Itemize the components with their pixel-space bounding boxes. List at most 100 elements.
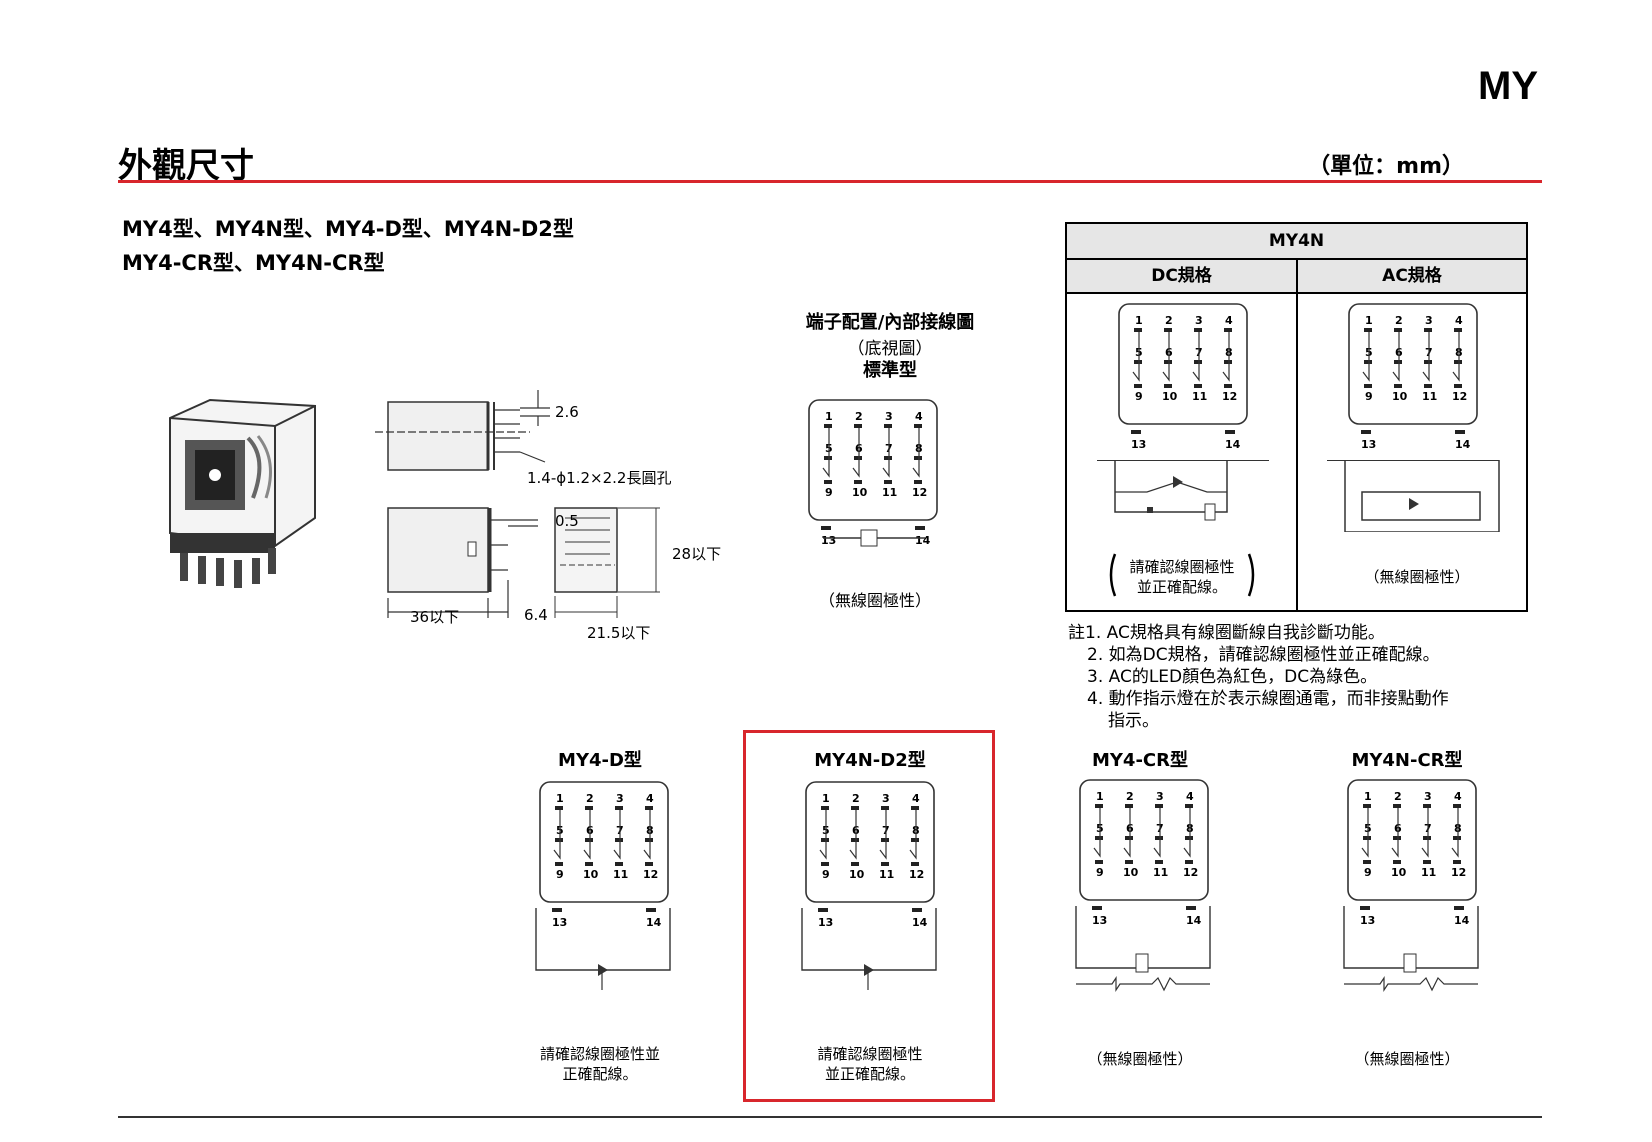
pin-label: 13 (552, 916, 567, 929)
table-col-dc: DC規格 (1067, 260, 1298, 294)
pin-label: 3 (882, 792, 890, 805)
relay-illustration (169, 398, 316, 588)
note-1: 註1. AC規格具有線圈斷線自我診斷功能。 (1068, 623, 1385, 643)
dim-6-4: 6.4 (524, 606, 548, 624)
table-col-ac: AC規格 (1298, 260, 1526, 294)
pin-label: 13 (1092, 914, 1107, 927)
diagram-title-my4n-cr: MY4N-CR型 (1351, 750, 1463, 771)
terminal-caption: （無線圈極性） (818, 591, 931, 610)
diagram-caption-my4-d-2: 正確配線。 (562, 1065, 638, 1083)
section-title: 外觀尺寸 (118, 146, 254, 186)
brand-label: MY (1478, 64, 1538, 108)
pin-label: 10 (1162, 390, 1178, 403)
diagram-caption-my4-cr: （無線圈極性） (1087, 1050, 1193, 1068)
pin-label: 14 (1455, 438, 1471, 451)
pin-label: 14 (915, 534, 931, 547)
pin-label: 9 (1096, 866, 1104, 879)
notes: 註1. AC規格具有線圈斷線自我診斷功能。 2. 如為DC規格，請確認線圈極性並… (1068, 622, 1449, 732)
pin-label: 12 (912, 486, 927, 499)
pin-label: 11 (1421, 866, 1436, 879)
pin-label: 12 (1452, 390, 1467, 403)
table-title: MY4N (1067, 224, 1526, 260)
note-4: 4. 動作指示燈在於表示線圈通電，而非接點動作 (1087, 689, 1449, 709)
table-divider (1296, 292, 1298, 610)
pin-label: 10 (583, 868, 599, 881)
diagram-title-my4-cr: MY4-CR型 (1091, 750, 1188, 771)
model-line-1: MY4型、MY4N型、MY4-D型、MY4N-D2型 (122, 217, 574, 241)
note-3: 3. AC的LED顏色為紅色，DC為綠色。 (1087, 667, 1378, 687)
pin-label: 13 (818, 916, 833, 929)
pin-label: 1 (825, 410, 833, 423)
pin-label: 13 (1361, 438, 1376, 451)
pin-label: 11 (882, 486, 897, 499)
pin-label: 13 (821, 534, 836, 547)
pin-label: 9 (1364, 866, 1372, 879)
dim-2-6: 2.6 (555, 403, 579, 421)
pin-label: 2 (852, 792, 860, 805)
pin-label: 3 (1424, 790, 1432, 803)
pin-label: 4 (912, 792, 920, 805)
note-2: 2. 如為DC規格，請確認線圈極性並正確配線。 (1087, 645, 1440, 665)
dimension-drawing (375, 390, 660, 618)
pin-label: 1 (822, 792, 830, 805)
pin-label: 14 (1454, 914, 1470, 927)
pin-label: 4 (915, 410, 923, 423)
ac-caption: （無線圈極性） (1364, 568, 1470, 586)
diagram-caption-my4n-d2-1: 請確認線圈極性 (817, 1045, 923, 1063)
pin-label: 10 (849, 868, 865, 881)
pin-label: 4 (646, 792, 654, 805)
model-line-2: MY4-CR型、MY4N-CR型 (122, 251, 385, 275)
pin-label: 12 (1183, 866, 1198, 879)
pin-label: 2 (1394, 790, 1402, 803)
pin-label: 4 (1186, 790, 1194, 803)
pin-label: 2 (855, 410, 863, 423)
highlight-box (743, 730, 995, 1102)
pin-label: 12 (1451, 866, 1466, 879)
diagram-caption-my4n-cr: （無線圈極性） (1354, 1050, 1460, 1068)
note-4-cont: 指示。 (1108, 711, 1159, 731)
pin-label: 11 (613, 868, 628, 881)
dim-28: 28以下 (672, 545, 722, 563)
dim-21-5: 21.5以下 (587, 624, 651, 642)
pin-label: 11 (879, 868, 894, 881)
diagram-title-my4n-d2: MY4N-D2型 (814, 750, 926, 771)
pin-label: 3 (885, 410, 893, 423)
pin-label: 9 (1365, 390, 1373, 403)
pin-label: 14 (1186, 914, 1202, 927)
dc-caption-1: 請確認線圈極性 (1129, 558, 1235, 576)
terminal-subtitle: （底視圖） (847, 339, 933, 359)
pin-label: 1 (556, 792, 564, 805)
pin-label: 1 (1135, 314, 1143, 327)
title-underline (118, 180, 1542, 183)
pin-label: 2 (1395, 314, 1403, 327)
diagram-caption-my4n-d2-2: 並正確配線。 (824, 1065, 915, 1083)
pin-label: 2 (1126, 790, 1134, 803)
pin-label: 2 (1165, 314, 1173, 327)
pin-label: 14 (1225, 438, 1241, 451)
diagram-caption-my4-d-1: 請確認線圈極性並 (539, 1045, 660, 1063)
pin-label: 11 (1153, 866, 1168, 879)
pin-label: 4 (1225, 314, 1233, 327)
pin-label: 12 (1222, 390, 1237, 403)
pin-label: 10 (1392, 390, 1408, 403)
dim-0-5: 0.5 (555, 512, 579, 530)
pin-label: 14 (912, 916, 928, 929)
bottom-rule (118, 1116, 1542, 1118)
dc-caption-bracket-right (1247, 553, 1255, 597)
pin-label: 13 (1360, 914, 1375, 927)
pin-label: 9 (556, 868, 564, 881)
dc-caption-bracket-left (1109, 553, 1117, 597)
pin-label: 1 (1364, 790, 1372, 803)
unit-label: （單位：mm） (1308, 154, 1464, 179)
pin-label: 1 (1365, 314, 1373, 327)
diagram-title-my4-d: MY4-D型 (558, 750, 642, 771)
pin-label: 4 (1454, 790, 1462, 803)
pin-label: 14 (646, 916, 662, 929)
pin-label: 3 (1195, 314, 1203, 327)
pin-label: 10 (852, 486, 868, 499)
